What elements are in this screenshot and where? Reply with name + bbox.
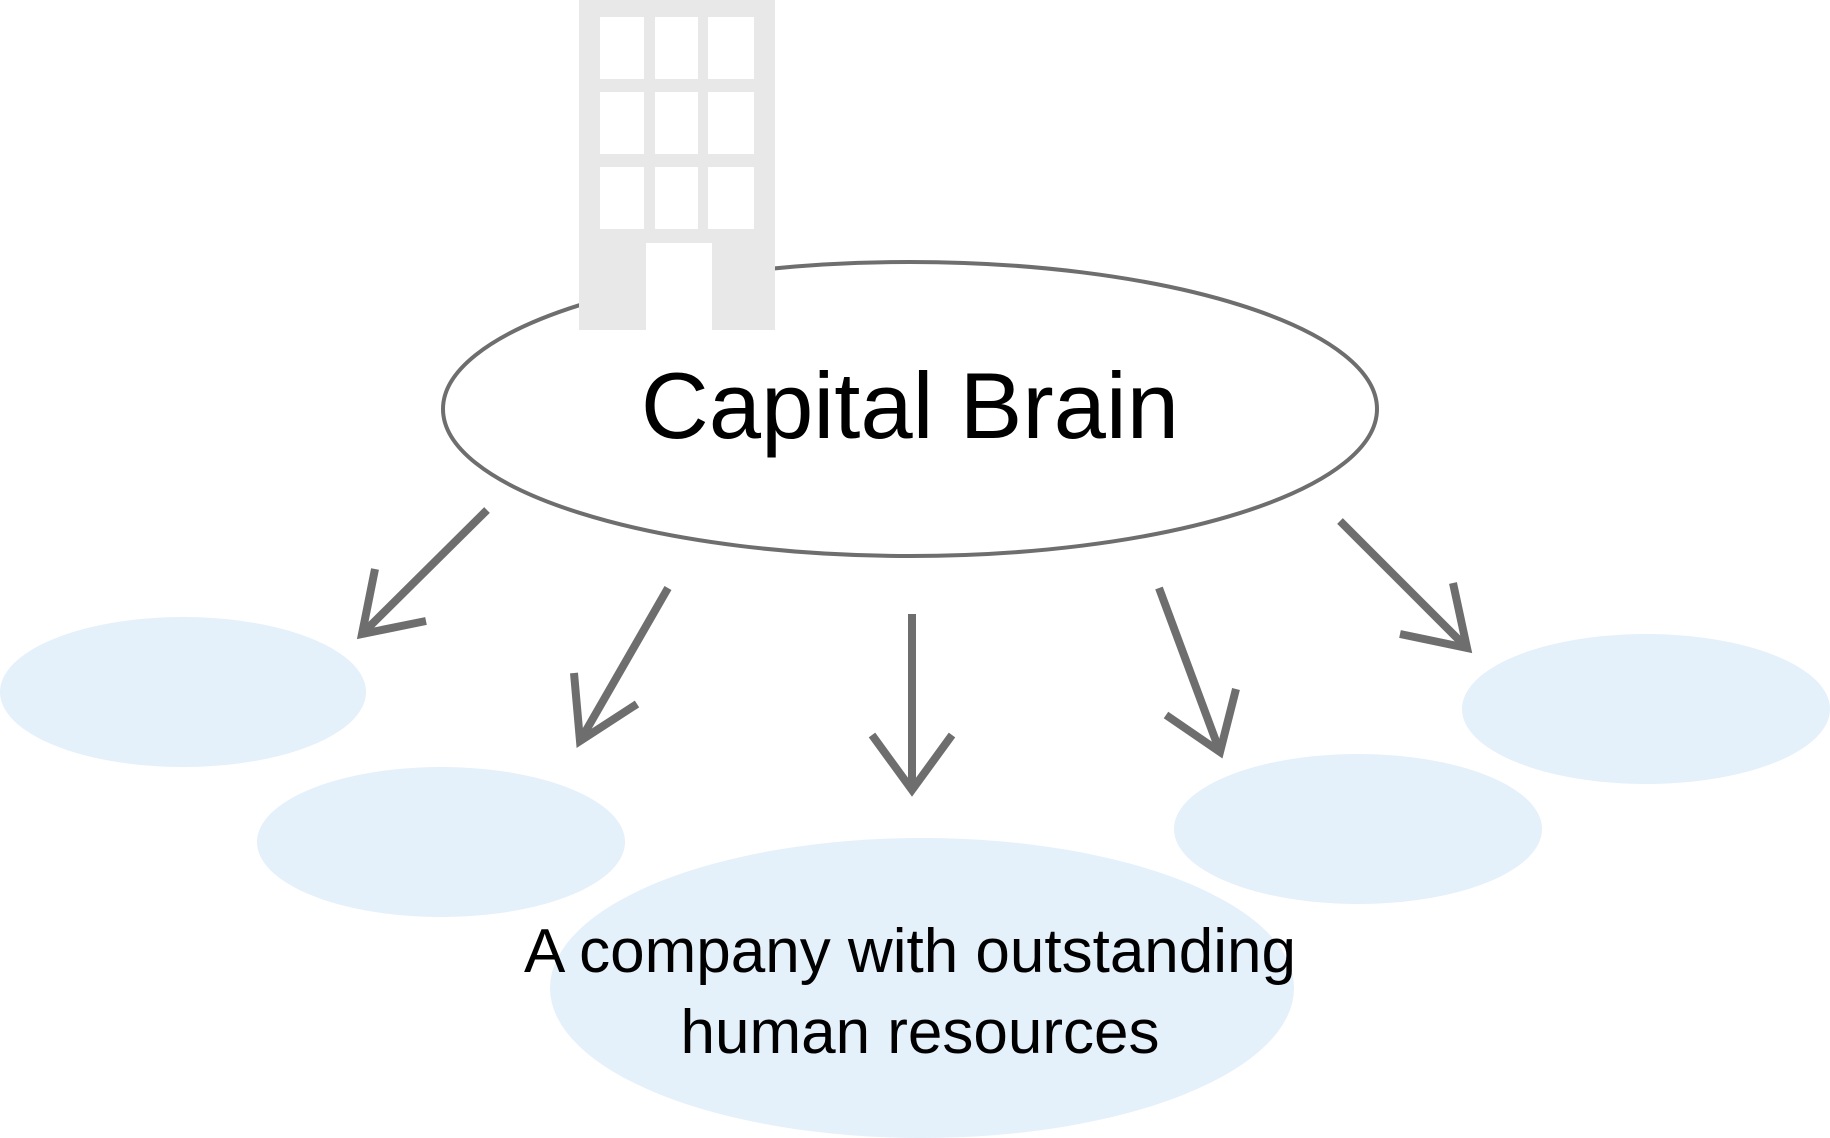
target-node-main	[550, 838, 1294, 1138]
arrow-to-far-right	[1337, 518, 1473, 654]
target-node-main-label-line2: human resources	[680, 998, 1159, 1067]
target-node-main-label-line1: A company with outstanding	[524, 917, 1296, 986]
arrow-to-left	[570, 586, 672, 748]
center-node-label: Capital Brain	[641, 353, 1179, 458]
office-building-icon	[579, 0, 775, 330]
target-node-far-right	[1462, 634, 1830, 784]
arrow-to-far-left	[356, 507, 490, 640]
target-node-far-left	[0, 617, 366, 767]
arrow-to-right	[1155, 586, 1240, 759]
arrow-to-main	[868, 614, 956, 797]
target-node-right	[1174, 754, 1542, 904]
center-node	[441, 260, 1379, 558]
target-node-left	[257, 767, 625, 917]
